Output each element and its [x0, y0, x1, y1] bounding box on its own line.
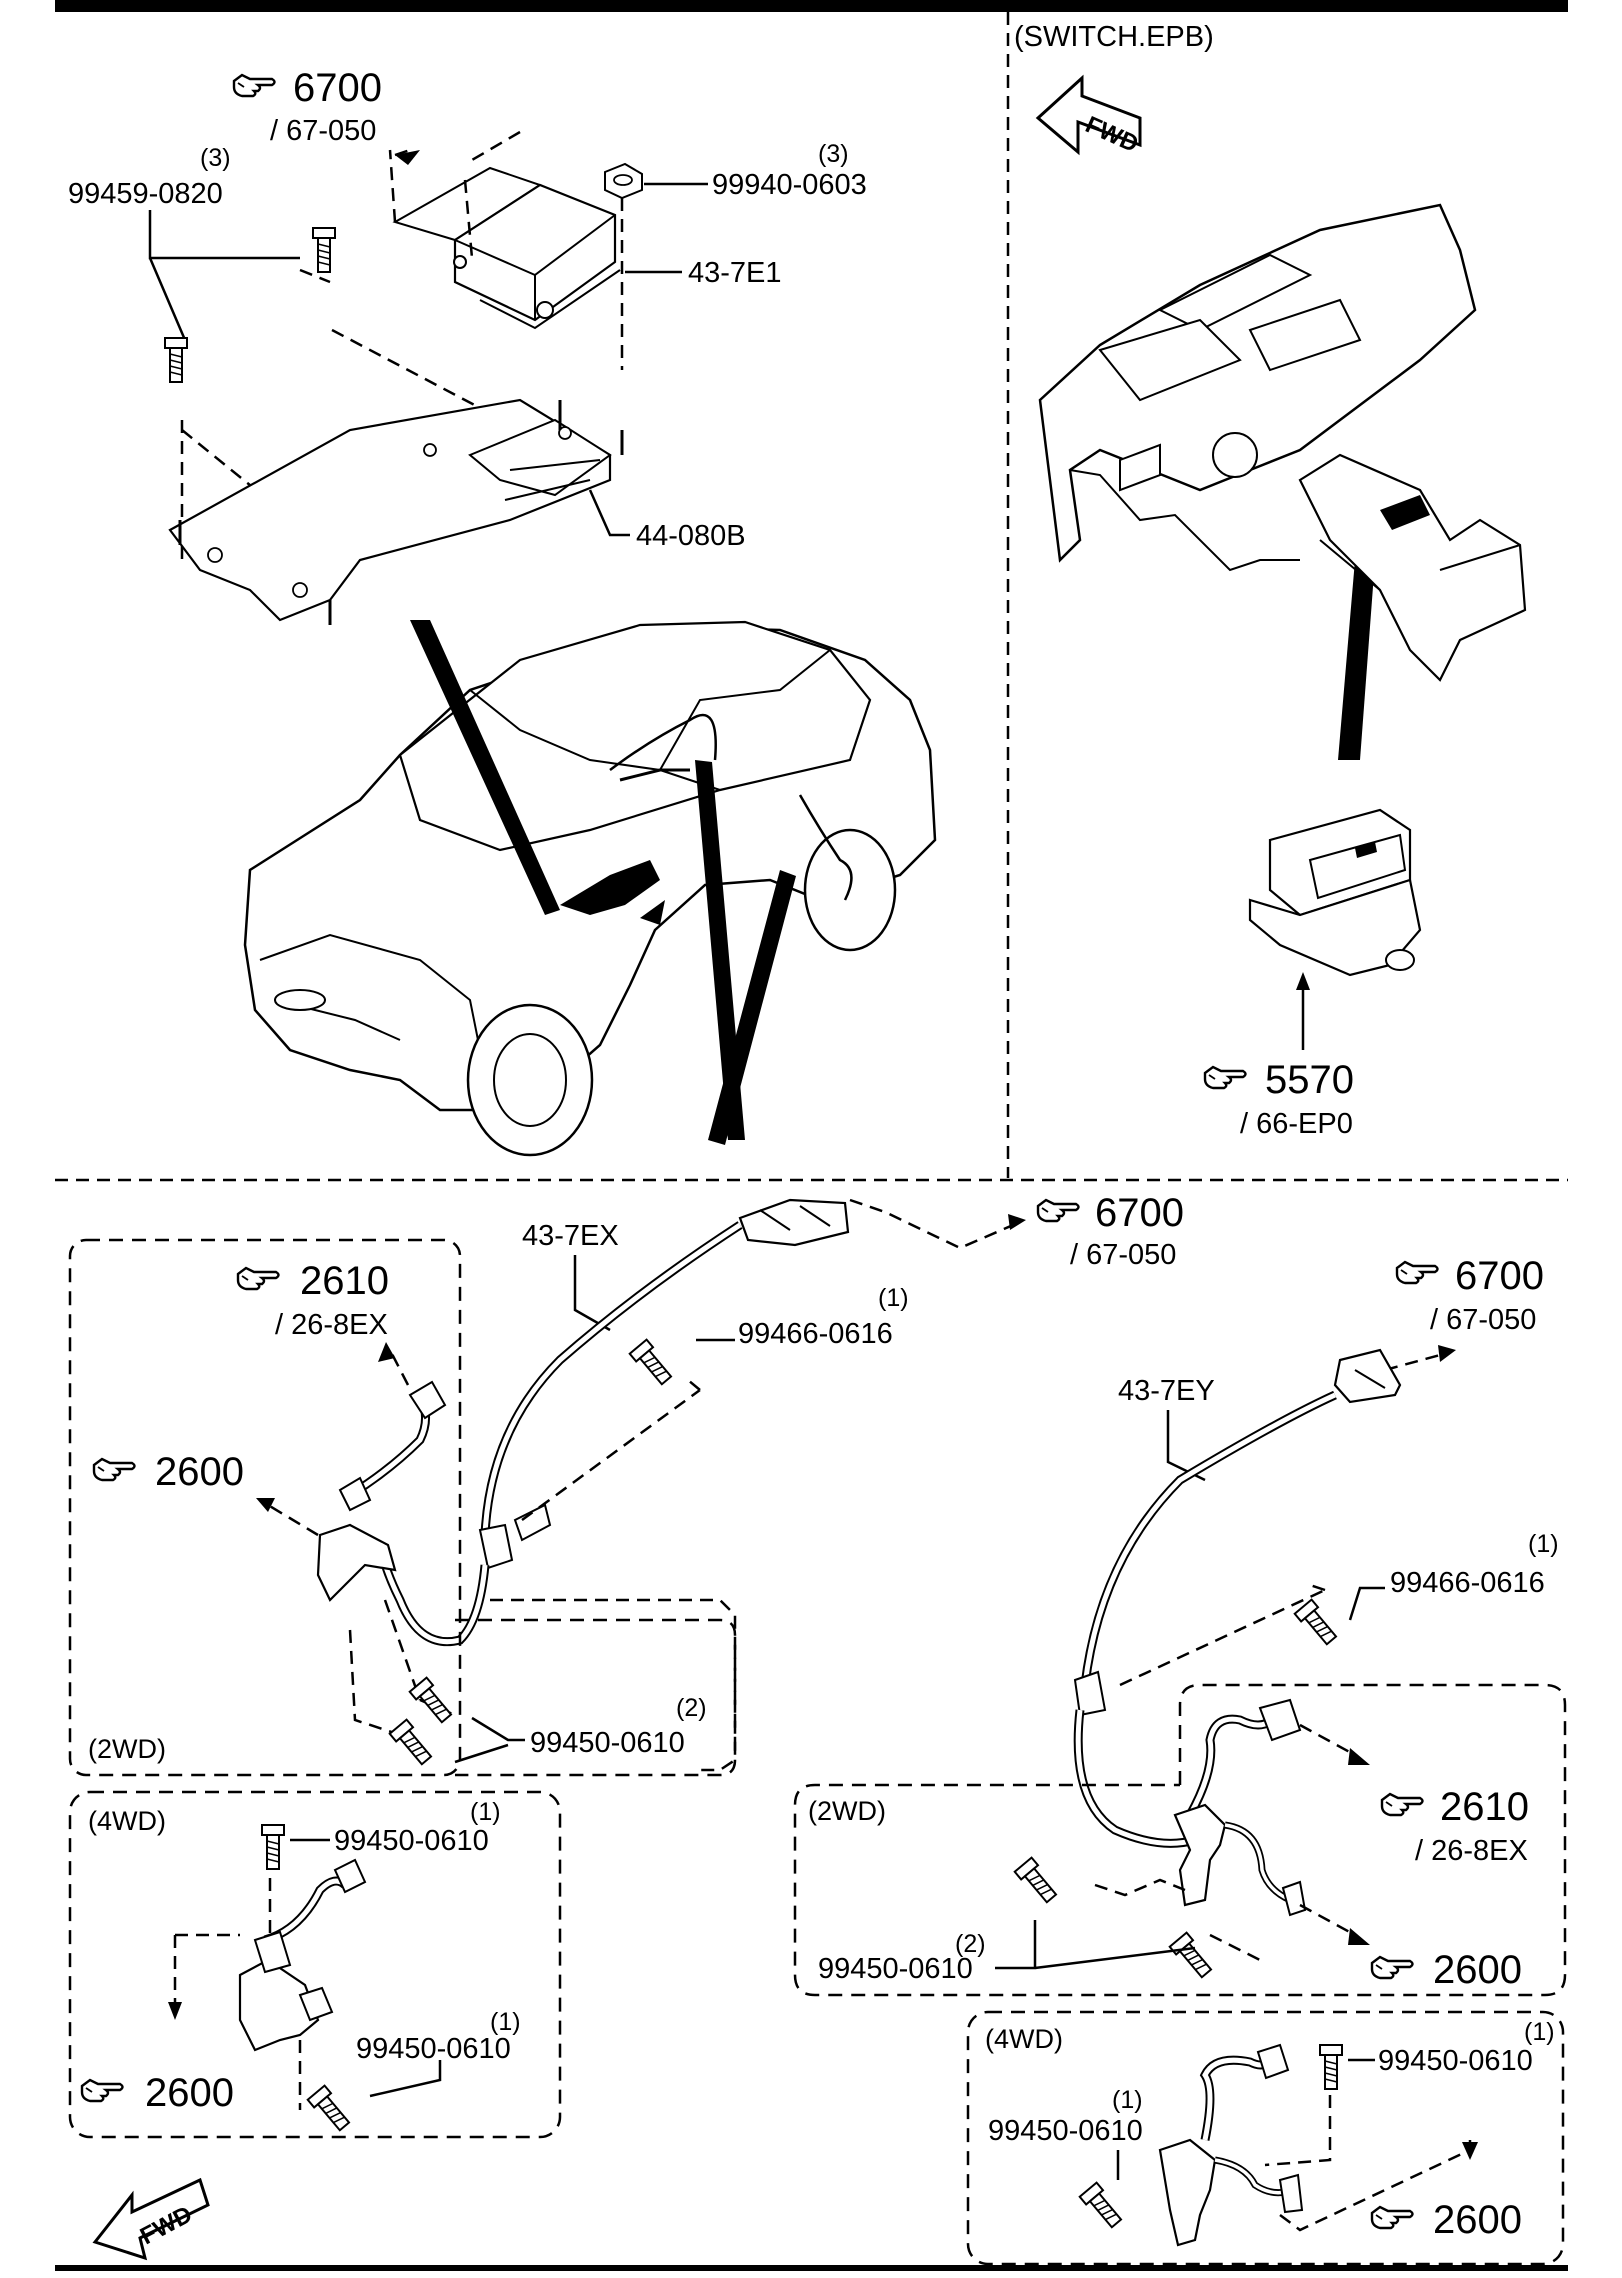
hand-pointer-icon: [1395, 1260, 1439, 1285]
ref-mid-6700[interactable]: 6700 / 67-050: [1036, 1191, 1184, 1271]
quantity: (1): [1528, 1530, 1559, 1558]
quantity: (2): [676, 1694, 707, 1722]
ref-number: 6700: [293, 66, 382, 110]
part-number: 99459-0820: [68, 178, 223, 210]
bolt-99466-0616-right: (1) 99466-0616: [1293, 1530, 1559, 1649]
part-number: 43-7EY: [1118, 1375, 1215, 1407]
ref-right-2610[interactable]: 2610 / 26-8EX: [1380, 1785, 1529, 1867]
part-number: 99450-0610: [334, 1825, 489, 1857]
zone-label: (4WD): [88, 1806, 166, 1836]
quantity: (1): [878, 1284, 909, 1312]
part-number: 99450-0610: [988, 2115, 1143, 2147]
ref-right-6700[interactable]: 6700 / 67-050: [1395, 1254, 1544, 1336]
ref-top-6700[interactable]: 6700 / 67-050: [232, 66, 382, 147]
ref-number: 6700: [1455, 1254, 1544, 1298]
ref-subnumber: / 67-050: [1430, 1304, 1536, 1336]
quantity: (3): [200, 144, 231, 172]
ref-number: 6700: [1095, 1191, 1184, 1235]
ref-number: 5570: [1265, 1058, 1354, 1102]
part-number: 99450-0610: [530, 1727, 685, 1759]
right-sensor-harness: [1073, 1348, 1402, 1848]
ref-number: 2610: [300, 1259, 389, 1303]
quantity: (2): [955, 1930, 986, 1958]
quantity: (3): [818, 140, 849, 168]
zone-label: (2WD): [808, 1796, 886, 1826]
ref-subnumber: / 66-EP0: [1240, 1108, 1353, 1140]
right-4wd-group: (4WD) (1) 99450-0610 (1) 99450-0610: [966, 2010, 1565, 2266]
hand-pointer-icon: [1380, 1792, 1424, 1817]
ref-number: 2610: [1440, 1785, 1529, 1829]
control-module-43-7E1: 43-7E1: [392, 166, 782, 330]
ref-number: 2600: [155, 1450, 244, 1494]
ref-left-2600[interactable]: 2600: [92, 1450, 244, 1494]
frame: [55, 0, 1568, 2271]
quantity: (1): [1112, 2086, 1143, 2114]
part-number: 99466-0616: [1390, 1567, 1545, 1599]
sensor-43-7EY-label: 43-7EY: [1118, 1375, 1215, 1482]
hand-pointer-icon: [80, 2078, 124, 2103]
hand-pointer-icon: [1036, 1198, 1080, 1223]
fwd-arrow-icon: FWD: [1035, 74, 1142, 158]
ref-number: 2600: [1433, 2198, 1522, 2242]
hand-pointer-icon: [1203, 1065, 1247, 1090]
left-4wd-group: (4WD) (1) 99450-0610 (1) 99450-0610: [68, 1790, 562, 2139]
quantity: (1): [470, 1798, 501, 1826]
quantity: (1): [1524, 2018, 1555, 2046]
hand-pointer-icon: [232, 73, 276, 98]
dashboard-illustration: [1038, 203, 1527, 682]
epb-switch: [1248, 808, 1422, 1050]
sensor-43-7EX-label: 43-7EX: [522, 1220, 619, 1332]
fwd-arrow-icon-bottom: FWD: [92, 2177, 210, 2261]
vehicle-illustration: [243, 560, 1375, 1157]
part-number: 99450-0610: [818, 1953, 973, 1985]
left-2wd-group: (2WD) (2) 99450-0610: [68, 1238, 737, 1777]
ref-number: 2600: [1433, 1948, 1522, 1992]
nut-99940-0603: (3) 99940-0603: [604, 140, 867, 201]
zone-label: (4WD): [985, 2024, 1063, 2054]
ref-left-2610[interactable]: 2610 / 26-8EX: [236, 1259, 389, 1341]
ref-subnumber: / 26-8EX: [1415, 1835, 1528, 1867]
right-2wd-group: (2WD) (2) 99450-0610: [793, 1683, 1567, 1997]
part-number: 99466-0616: [738, 1318, 893, 1350]
quantity: (1): [490, 2008, 521, 2036]
ref-subnumber: / 67-050: [1070, 1239, 1176, 1271]
hand-pointer-icon: [1370, 1955, 1414, 1980]
ref-number: 2600: [145, 2071, 234, 2115]
part-number: 99450-0610: [1378, 2045, 1533, 2077]
hand-pointer-icon: [1370, 2205, 1414, 2230]
part-number: 43-7EX: [522, 1220, 619, 1252]
zone-label: (2WD): [88, 1734, 166, 1764]
part-number: 99450-0610: [356, 2033, 511, 2065]
section-title: (SWITCH.EPB): [1014, 21, 1214, 53]
ref-right4wd-2600[interactable]: 2600: [1370, 2198, 1522, 2242]
part-number: 99940-0603: [712, 169, 867, 201]
bolt-99459-0820-label: (3) 99459-0820: [68, 144, 231, 210]
ref-subnumber: / 26-8EX: [275, 1309, 388, 1341]
part-number: 43-7E1: [688, 257, 782, 289]
bracket-44-080B: 44-080B: [168, 398, 746, 625]
ref-5570[interactable]: 5570 / 66-EP0: [1203, 1058, 1354, 1140]
hand-pointer-icon: [92, 1457, 136, 1482]
left-sensor-harness: [316, 1198, 850, 1647]
bolt-99466-0616-left: (1) 99466-0616: [628, 1284, 909, 1389]
ref-subnumber: / 67-050: [270, 115, 376, 147]
hand-pointer-icon: [236, 1266, 280, 1291]
bolt-upper: [312, 227, 336, 273]
part-number: 44-080B: [636, 520, 746, 552]
bolt-lower: [164, 337, 188, 383]
ref-right-2600[interactable]: 2600: [1370, 1948, 1522, 1992]
ref-left4wd-2600[interactable]: 2600: [80, 2071, 234, 2115]
